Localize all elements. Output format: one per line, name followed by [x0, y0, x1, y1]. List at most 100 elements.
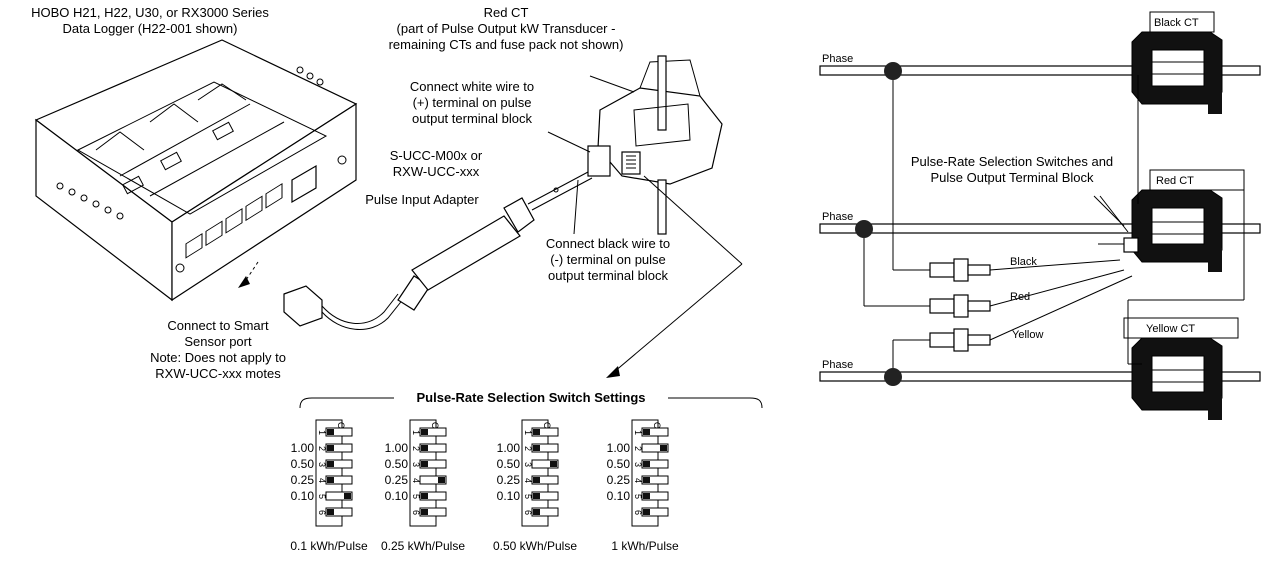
dip-switch-slot — [531, 507, 559, 517]
data-logger-drawing — [34, 39, 358, 302]
dip-switch-toggle — [327, 429, 334, 435]
row-value-label: 0.25 — [497, 473, 521, 487]
wire-label-black: Black — [1010, 256, 1037, 268]
row-value-label: 1.00 — [291, 441, 315, 455]
dip-switch-number: 1 — [523, 430, 533, 435]
smart-sensor-label-line-3: Note: Does not apply to — [150, 350, 286, 365]
black-wire-label-line-2: (-) terminal on pulse — [550, 252, 666, 267]
dip-switch-slot — [641, 475, 669, 485]
dip-switch-toggle — [533, 429, 540, 435]
dip-switch-toggle — [533, 493, 540, 499]
dip-switch-number: 5 — [523, 494, 533, 499]
dip-switch-slot — [325, 491, 353, 501]
switch-settings-title: Pulse-Rate Selection Switch Settings — [417, 390, 646, 405]
dip-switch-slot — [641, 491, 669, 501]
dip-switch-slot — [531, 443, 559, 453]
smart-sensor-label-line-4: RXW-UCC-xxx motes — [155, 366, 281, 381]
dip-switch-number: 1 — [317, 430, 327, 435]
red-ct-shape — [1131, 189, 1223, 272]
dip-switch-toggle — [327, 477, 334, 483]
dip-switch-toggle — [327, 445, 334, 451]
row-value-label: 0.10 — [497, 489, 521, 503]
smart-sensor-label-line-1: Connect to Smart — [167, 318, 269, 333]
row-value-label: 0.50 — [607, 457, 631, 471]
dip-switch-toggle — [438, 477, 445, 483]
row-value-label: 0.10 — [291, 489, 315, 503]
dip-switch-number: 4 — [633, 478, 643, 483]
switch-group-caption: 1 kWh/Pulse — [611, 539, 679, 553]
dip-switch-number: 6 — [317, 510, 327, 515]
switch-group-caption: 0.1 kWh/Pulse — [290, 539, 368, 553]
dip-switch-toggle — [421, 445, 428, 451]
dip-switch-slot — [325, 475, 353, 485]
row-value-label: 0.25 — [385, 473, 409, 487]
dip-switch-slot — [325, 507, 353, 517]
dip-switch-slot — [325, 443, 353, 453]
dip-switch-number: 1 — [411, 430, 421, 435]
cable-label-line-1: S-UCC-M00x or — [390, 148, 483, 163]
red-ct-label-line-3: remaining CTs and fuse pack not shown) — [389, 37, 624, 52]
inline-adapter-yellow — [929, 328, 991, 352]
dip-switch-number: 1 — [633, 430, 643, 435]
row-value-label: 0.50 — [291, 457, 315, 471]
dip-switch-number: 3 — [633, 462, 643, 467]
row-value-label: 0.25 — [291, 473, 315, 487]
dip-switch-slot — [531, 459, 559, 469]
dip-switch-slot — [531, 491, 559, 501]
row-value-label: 0.10 — [607, 489, 631, 503]
logger-label-line-1: HOBO H21, H22, U30, or RX3000 Series — [31, 5, 269, 20]
dip-switch-number: 2 — [523, 446, 533, 451]
smart-sensor-label-line-2: Sensor port — [184, 334, 252, 349]
red-ct-drawing — [587, 55, 723, 235]
dip-switch-number: 3 — [411, 462, 421, 467]
dip-switch-toggle — [421, 461, 428, 467]
leader-lines — [547, 75, 743, 378]
dip-switch-number: 5 — [411, 494, 421, 499]
dip-switch-toggle — [421, 509, 428, 515]
row-value-label: 0.50 — [385, 457, 409, 471]
switch-group-caption: 0.25 kWh/Pulse — [381, 539, 465, 553]
dip-switch-toggle — [327, 509, 334, 515]
dip-switch-toggle — [533, 477, 540, 483]
row-value-label: 0.50 — [497, 457, 521, 471]
dip-switch-toggle — [643, 493, 650, 499]
adapter-label: Pulse Input Adapter — [365, 192, 479, 207]
dip-switch-slot — [325, 427, 353, 437]
dip-switch-toggle — [344, 493, 351, 499]
dip-switch-number: 2 — [317, 446, 327, 451]
black-wire-label-line-1: Connect black wire to — [546, 236, 670, 251]
dip-switch-toggle — [327, 461, 334, 467]
dip-switch-number: 5 — [317, 494, 327, 499]
row-value-label: 1.00 — [607, 441, 631, 455]
yellow-ct-shape — [1131, 337, 1223, 420]
dip-switch-slot — [419, 491, 447, 501]
dip-switch-slot — [531, 475, 559, 485]
smart-sensor-arrow — [238, 261, 259, 288]
dip-switch-toggle — [643, 509, 650, 515]
red-ct-label-line-1: Red CT — [484, 5, 529, 20]
inline-adapter-black — [929, 258, 991, 282]
black-ct-shape — [1131, 31, 1223, 114]
yellow-ct-label: Yellow CT — [1146, 323, 1195, 335]
dip-switch-number: 3 — [523, 462, 533, 467]
switches-label-line-1: Pulse-Rate Selection Switches and — [911, 154, 1113, 169]
phase-label-1: Phase — [822, 53, 853, 65]
dip-switch-number: 4 — [411, 478, 421, 483]
row-value-label: 1.00 — [385, 441, 409, 455]
dip-switch-slot — [419, 427, 447, 437]
pulse-input-adapter-drawing — [283, 171, 593, 330]
dip-switch-slot — [325, 459, 353, 469]
dip-switch-number: 2 — [633, 446, 643, 451]
dip-switch-toggle — [660, 445, 667, 451]
row-value-label: 1.00 — [497, 441, 521, 455]
switch-group-caption: 0.50 kWh/Pulse — [493, 539, 577, 553]
phase-label-3: Phase — [822, 359, 853, 371]
switch-settings-panel: Pulse-Rate Selection Switch Settings ON1… — [290, 390, 763, 553]
dip-switch-number: 5 — [633, 494, 643, 499]
